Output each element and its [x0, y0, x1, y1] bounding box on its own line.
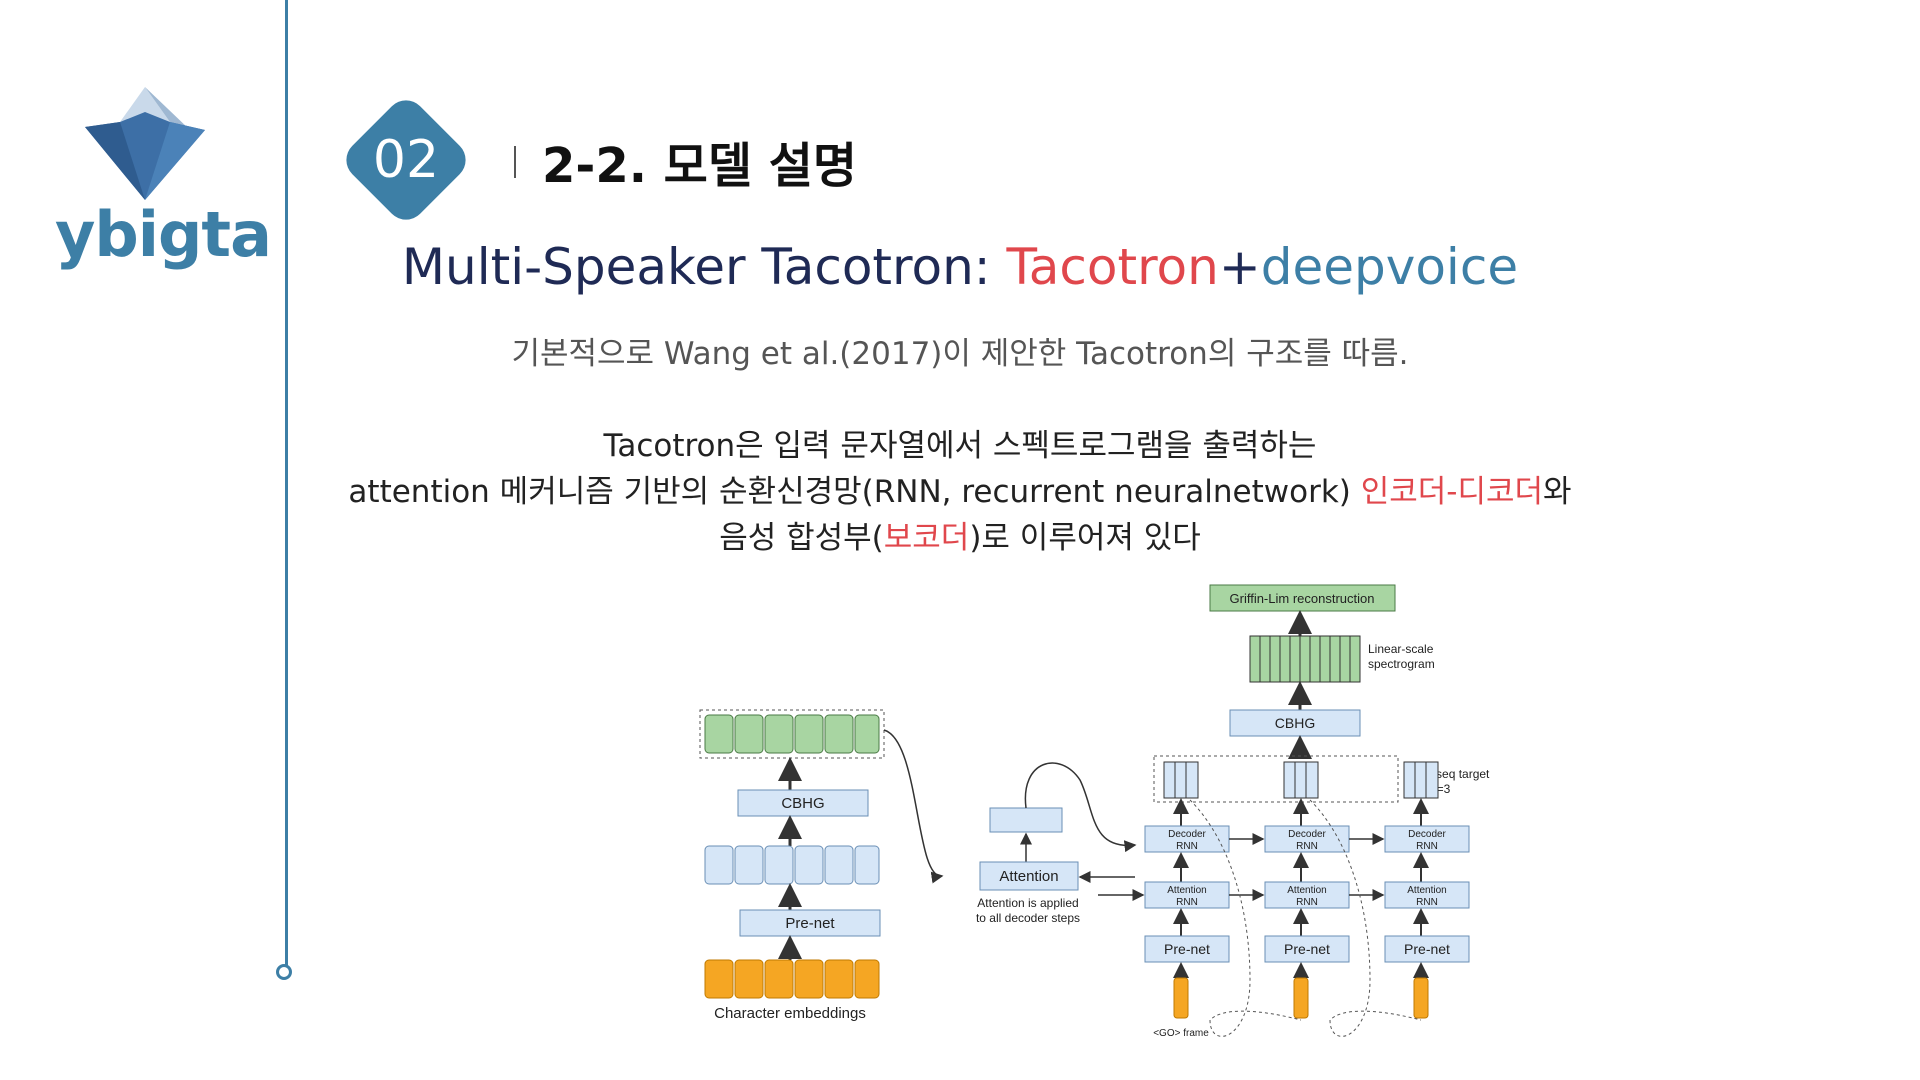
title-separator: [514, 146, 516, 178]
paragraph-line-3: 음성 합성부(보코더)로 이루어져 있다: [0, 512, 1920, 557]
attention-rnn-3-label-a: Attention: [1407, 885, 1446, 896]
feedback-loop-2: [1309, 799, 1422, 1037]
griffin-lim-label: Griffin-Lim reconstruction: [1230, 591, 1375, 606]
decoder-step-3: Decoder RNN Attention RNN Pre-net: [1384, 761, 1470, 1019]
decoder-step-1: Decoder RNN Attention RNN Pre-net <GO> f…: [1144, 761, 1230, 1039]
line3-highlight: 보코더: [883, 520, 970, 556]
paragraph-line-1: Tacotron은 입력 문자열에서 스펙트로그램을 출력하는: [603, 428, 1317, 464]
encoder-hidden-row: [704, 845, 880, 885]
decoder-prenet-3-label: Pre-net: [1404, 941, 1450, 957]
slide-heading: Multi-Speaker Tacotron: Tacotron+deepvoi…: [0, 238, 1920, 296]
encoder-cbhg-box: [737, 789, 869, 817]
subtitle: 기본적으로 Wang et al.(2017)이 제안한 Tacotron의 구…: [511, 336, 1409, 372]
line3-text-a: 음성 합성부(: [719, 520, 884, 556]
line2-highlight: 인코더-디코더: [1360, 474, 1544, 510]
attention-rnn-1-label-b: RNN: [1176, 897, 1198, 908]
decoder-prenet-2-label: Pre-net: [1284, 941, 1330, 957]
heading-plus: +: [1218, 238, 1261, 296]
timeline-rail: [285, 0, 288, 966]
attention-note-1: Attention is applied: [977, 896, 1078, 910]
character-embeddings-row: [704, 959, 880, 999]
attention-context-box: [989, 807, 1063, 833]
attention-label: Attention: [999, 868, 1058, 885]
section-title: 2-2. 모델 설명: [542, 138, 858, 194]
timeline-dot: [276, 964, 292, 980]
encoder-prenet-label: Pre-net: [785, 915, 835, 932]
iceberg-icon: [85, 87, 205, 200]
attention-rnn-2-label-a: Attention: [1287, 885, 1326, 896]
decoder-cbhg-label: CBHG: [1275, 715, 1315, 731]
decoder-step-2: Decoder RNN Attention RNN Pre-net: [1264, 761, 1350, 1019]
linear-scale-label-2: spectrogram: [1368, 657, 1435, 671]
attention-rnn-1-label-a: Attention: [1167, 885, 1206, 896]
linear-spectrogram: [1249, 635, 1361, 683]
encoder-output-row: [699, 709, 885, 759]
section-number: 02: [372, 130, 440, 190]
decoder-rnn-2-label-b: RNN: [1296, 841, 1318, 852]
attention-rnn-3-label-b: RNN: [1416, 897, 1438, 908]
decoder-prenet-1-label: Pre-net: [1164, 941, 1210, 957]
feedback-loop-1: [1189, 799, 1302, 1037]
attention-note-2: to all decoder steps: [976, 911, 1080, 925]
go-frame-label: <GO> frame: [1153, 1028, 1209, 1039]
heading-main: Multi-Speaker Tacotron:: [401, 238, 1007, 296]
decoder-rnn-1-label-b: RNN: [1176, 841, 1198, 852]
line3-text-b: )로 이루어져 있다: [969, 520, 1201, 556]
logo-text: ybigta: [55, 198, 272, 271]
line2-text-a: attention 메커니즘 기반의 순환신경망(RNN, recurrent …: [348, 474, 1361, 510]
attention-box: [979, 861, 1079, 891]
decoder-rnn-1-label-a: Decoder: [1168, 829, 1206, 840]
decoder-rnn-3-label-a: Decoder: [1408, 829, 1446, 840]
encoder-cbhg-label: CBHG: [781, 795, 824, 812]
griffin-lim-box: [1209, 584, 1396, 612]
decoder-rnn-3-label-b: RNN: [1416, 841, 1438, 852]
line2-text-b: 와: [1543, 474, 1572, 510]
heading-red: Tacotron: [1006, 238, 1219, 296]
character-embeddings-label: Character embeddings: [714, 1005, 866, 1022]
tacotron-diagram: CBHG Pre-net Character embeddings Attent…: [699, 584, 1490, 1039]
encoder-prenet-box: [739, 909, 881, 937]
section-badge: [346, 100, 466, 220]
seq2seq-target-frame: [1153, 755, 1399, 803]
decoder-rnn-2-label-a: Decoder: [1288, 829, 1326, 840]
linear-scale-label-1: Linear-scale: [1368, 642, 1434, 656]
heading-blue: deepvoice: [1260, 238, 1519, 296]
attention-rnn-2-label-b: RNN: [1296, 897, 1318, 908]
paragraph-line-2: attention 메커니즘 기반의 순환신경망(RNN, recurrent …: [0, 466, 1920, 511]
